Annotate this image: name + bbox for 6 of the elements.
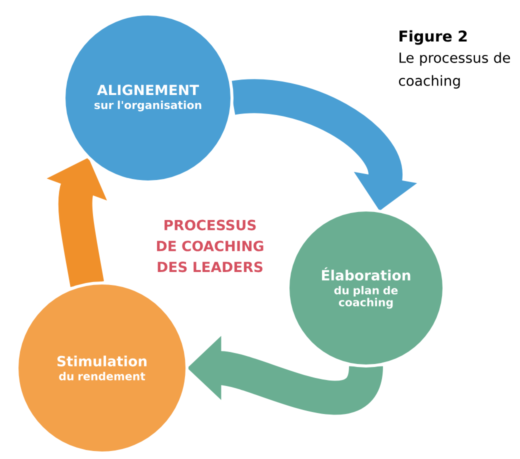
circle-node: Élaboration du plan de coaching [286,208,446,368]
center-label: PROCESSUS DE COACHING DES LEADERS [157,220,264,272]
figure-title: Figure 2 [400,30,467,45]
figure-caption: Le processus de coaching [398,52,510,89]
circle-node: ALIGNEMENT sur l'organisation [62,12,234,184]
circle-node: Stimulation du rendement [16,282,188,454]
